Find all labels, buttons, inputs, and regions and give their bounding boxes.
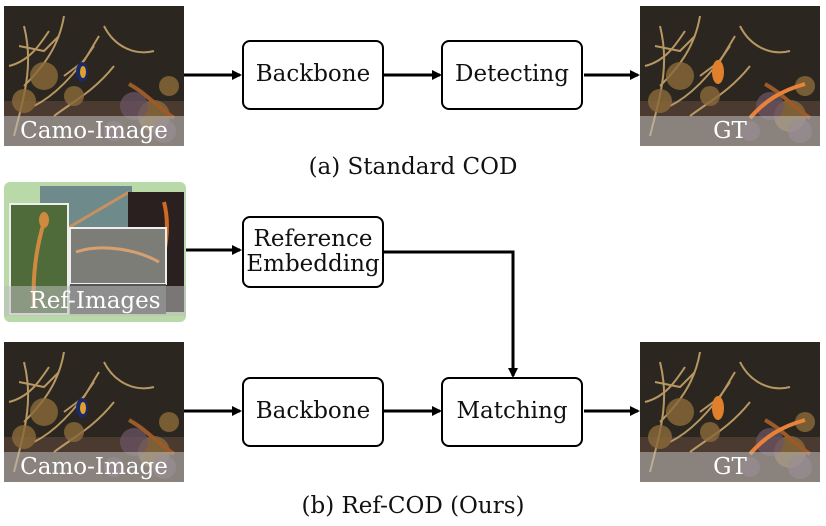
matching-block: Matching xyxy=(441,377,583,447)
caption-a: (a) Standard COD xyxy=(308,154,518,180)
arrow-embedding-to-matching xyxy=(384,250,518,378)
reference-embedding-line2: Embedding xyxy=(246,251,380,277)
ref-images-label: Ref-Images xyxy=(4,286,186,316)
detecting-block: Detecting xyxy=(441,40,583,110)
backbone-block-a: Backbone xyxy=(242,40,384,110)
ref-images-panel: Ref-Images xyxy=(4,182,186,322)
camo-image-label: Camo-Image xyxy=(4,452,184,482)
backbone-block-b: Backbone xyxy=(242,377,384,447)
gt-image-a: GT xyxy=(640,6,820,146)
gt-image-b: GT xyxy=(640,342,820,482)
caption-b: (b) Ref-COD (Ours) xyxy=(301,493,525,519)
reference-embedding-block: Reference Embedding xyxy=(242,216,384,288)
gt-label: GT xyxy=(640,116,820,146)
reference-embedding-line1: Reference xyxy=(253,225,373,252)
camo-image-a: Camo-Image xyxy=(4,6,184,146)
gt-label: GT xyxy=(640,452,820,482)
camo-image-label: Camo-Image xyxy=(4,116,184,146)
camo-image-b: Camo-Image xyxy=(4,342,184,482)
